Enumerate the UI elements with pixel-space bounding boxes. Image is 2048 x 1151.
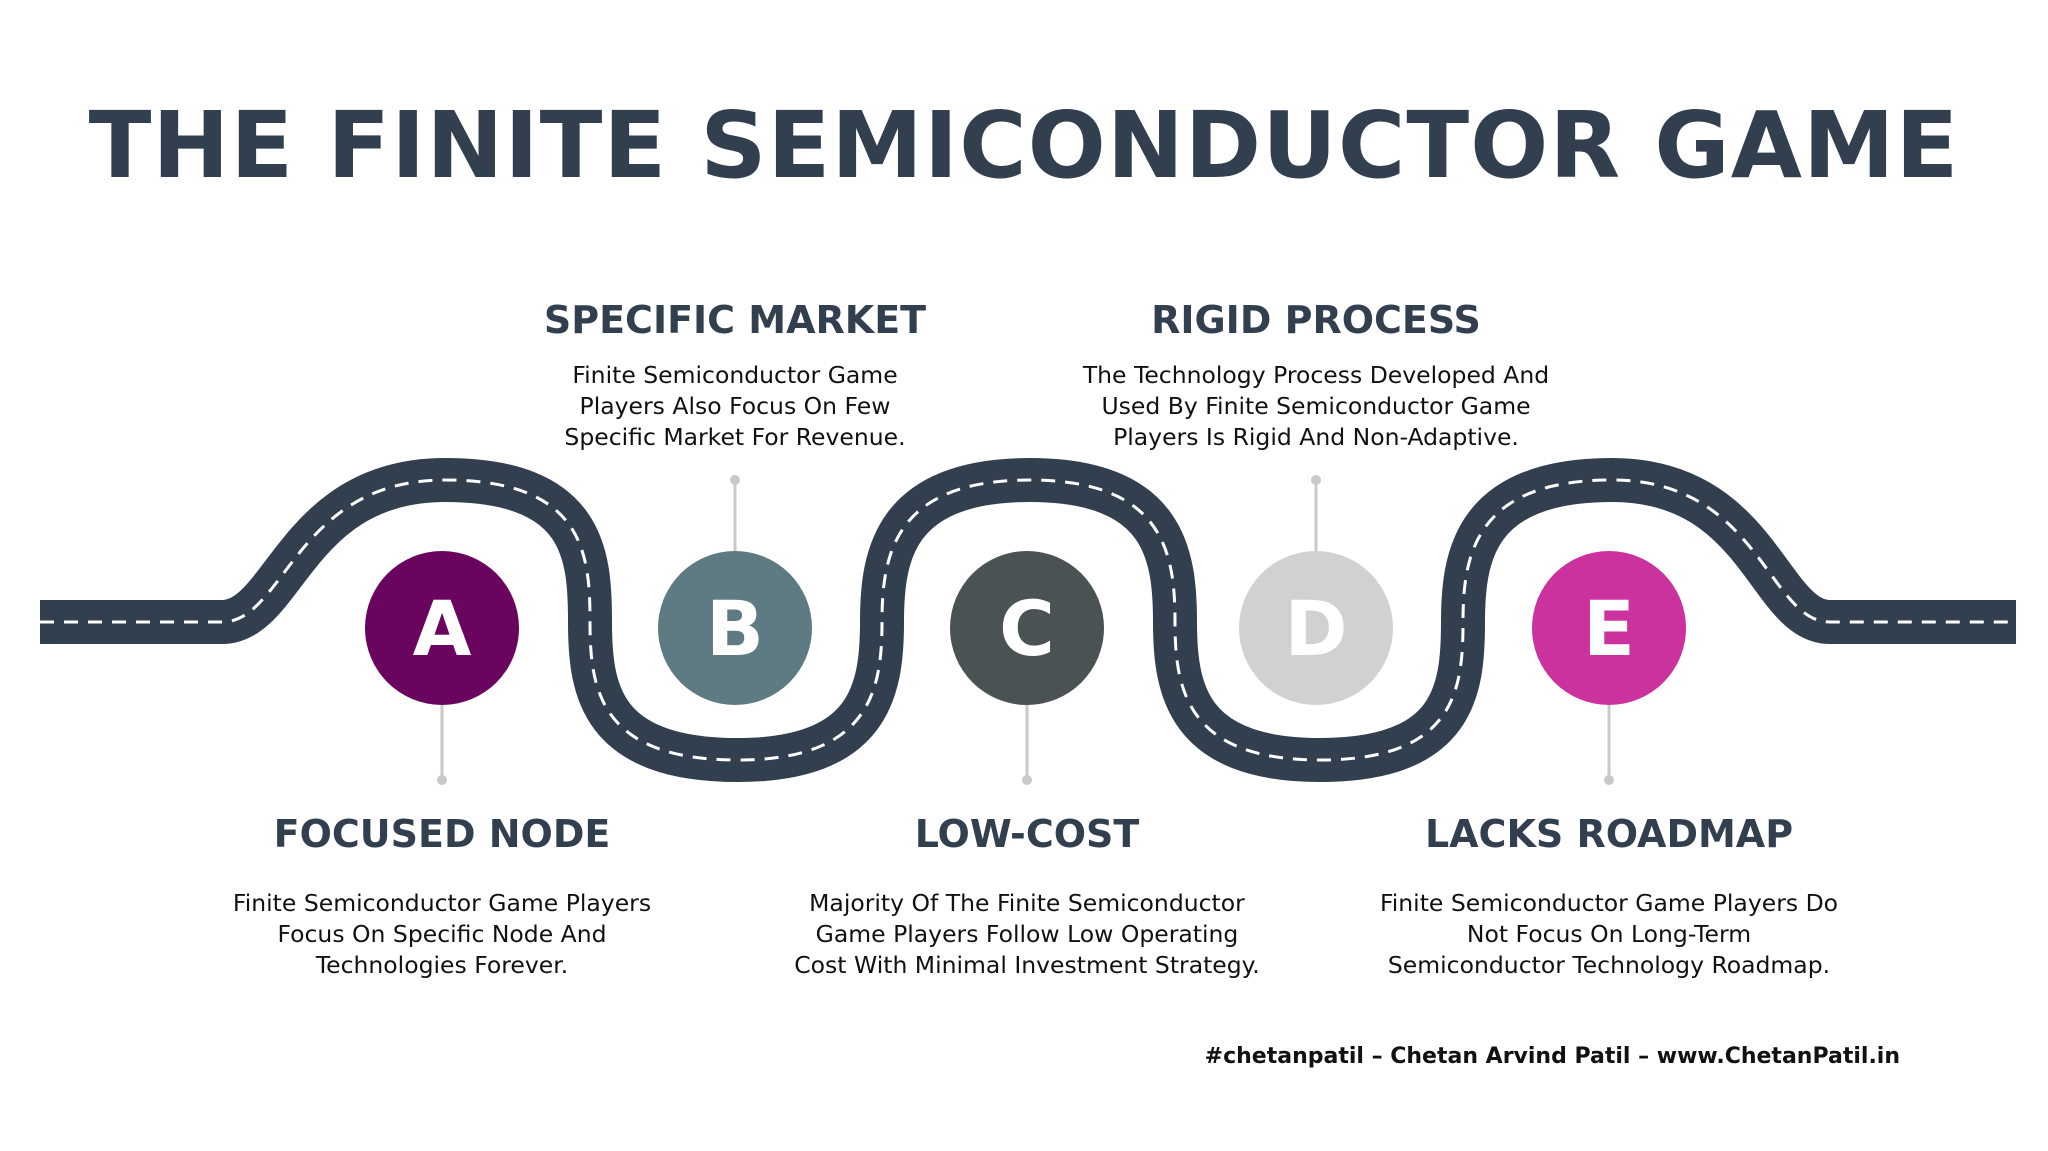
stage-heading-b: SPECIFIC MARKET [543,298,927,342]
stage-letter-c: C [999,584,1055,673]
stage-circle-b [658,551,812,705]
stage-circle-c [950,551,1104,705]
stage-heading-e: LACKS ROADMAP [1424,812,1794,856]
description-line: Finite Semiconductor Game Players [232,889,652,917]
description-line: Focus On Specific Node And [277,920,607,948]
description-line: Majority Of The Finite Semiconductor [809,889,1245,917]
stage-circle-e [1532,551,1686,705]
stage-circle-d [1239,551,1393,705]
description-line: The Technology Process Developed And [1082,361,1550,389]
description-line: Used By Finite Semiconductor Game [1101,392,1531,420]
stage-description-e: Finite Semiconductor Game Players Do Not … [1349,888,1869,981]
stage-markers: A B C D E [365,551,1686,705]
stage-letter-a: A [413,584,472,673]
stage-letter-e: E [1583,584,1635,673]
road-path [40,457,2016,783]
footer-credit: #chetanpatil – Chetan Arvind Patil – www… [1204,1044,1900,1069]
description-line: Finite Semiconductor Game Players Do [1379,889,1839,917]
description-line: Technologies Forever. [315,951,569,979]
description-line: Cost With Minimal Investment Strategy. [794,951,1260,979]
stage-letter-d: D [1284,584,1347,673]
description-line: Specific Market For Revenue. [564,423,906,451]
description-line: Finite Semiconductor Game [572,361,898,389]
stage-heading-c: LOW-COST [914,812,1140,856]
description-line: Not Focus On Long-Term [1466,920,1752,948]
stage-letter-b: B [706,584,764,673]
page-title: THE FINITE SEMICONDUCTOR GAME [88,92,1960,199]
description-line: Game Players Follow Low Operating [815,920,1239,948]
connector-lines [437,475,1614,785]
stage-circle-a [365,551,519,705]
stage-heading-a: FOCUSED NODE [273,812,611,856]
stage-heading-d: RIGID PROCESS [1151,298,1481,342]
description-line: Semiconductor Technology Roadmap. [1387,951,1831,979]
connector-dot-c [1022,775,1032,785]
description-line: Players Also Focus On Few [579,392,891,420]
connector-dot-d [1311,475,1321,485]
connector-dot-e [1604,775,1614,785]
description-line: Players Is Rigid And Non-Adaptive. [1113,423,1519,451]
connector-dot-b [730,475,740,485]
connector-dot-a [437,775,447,785]
